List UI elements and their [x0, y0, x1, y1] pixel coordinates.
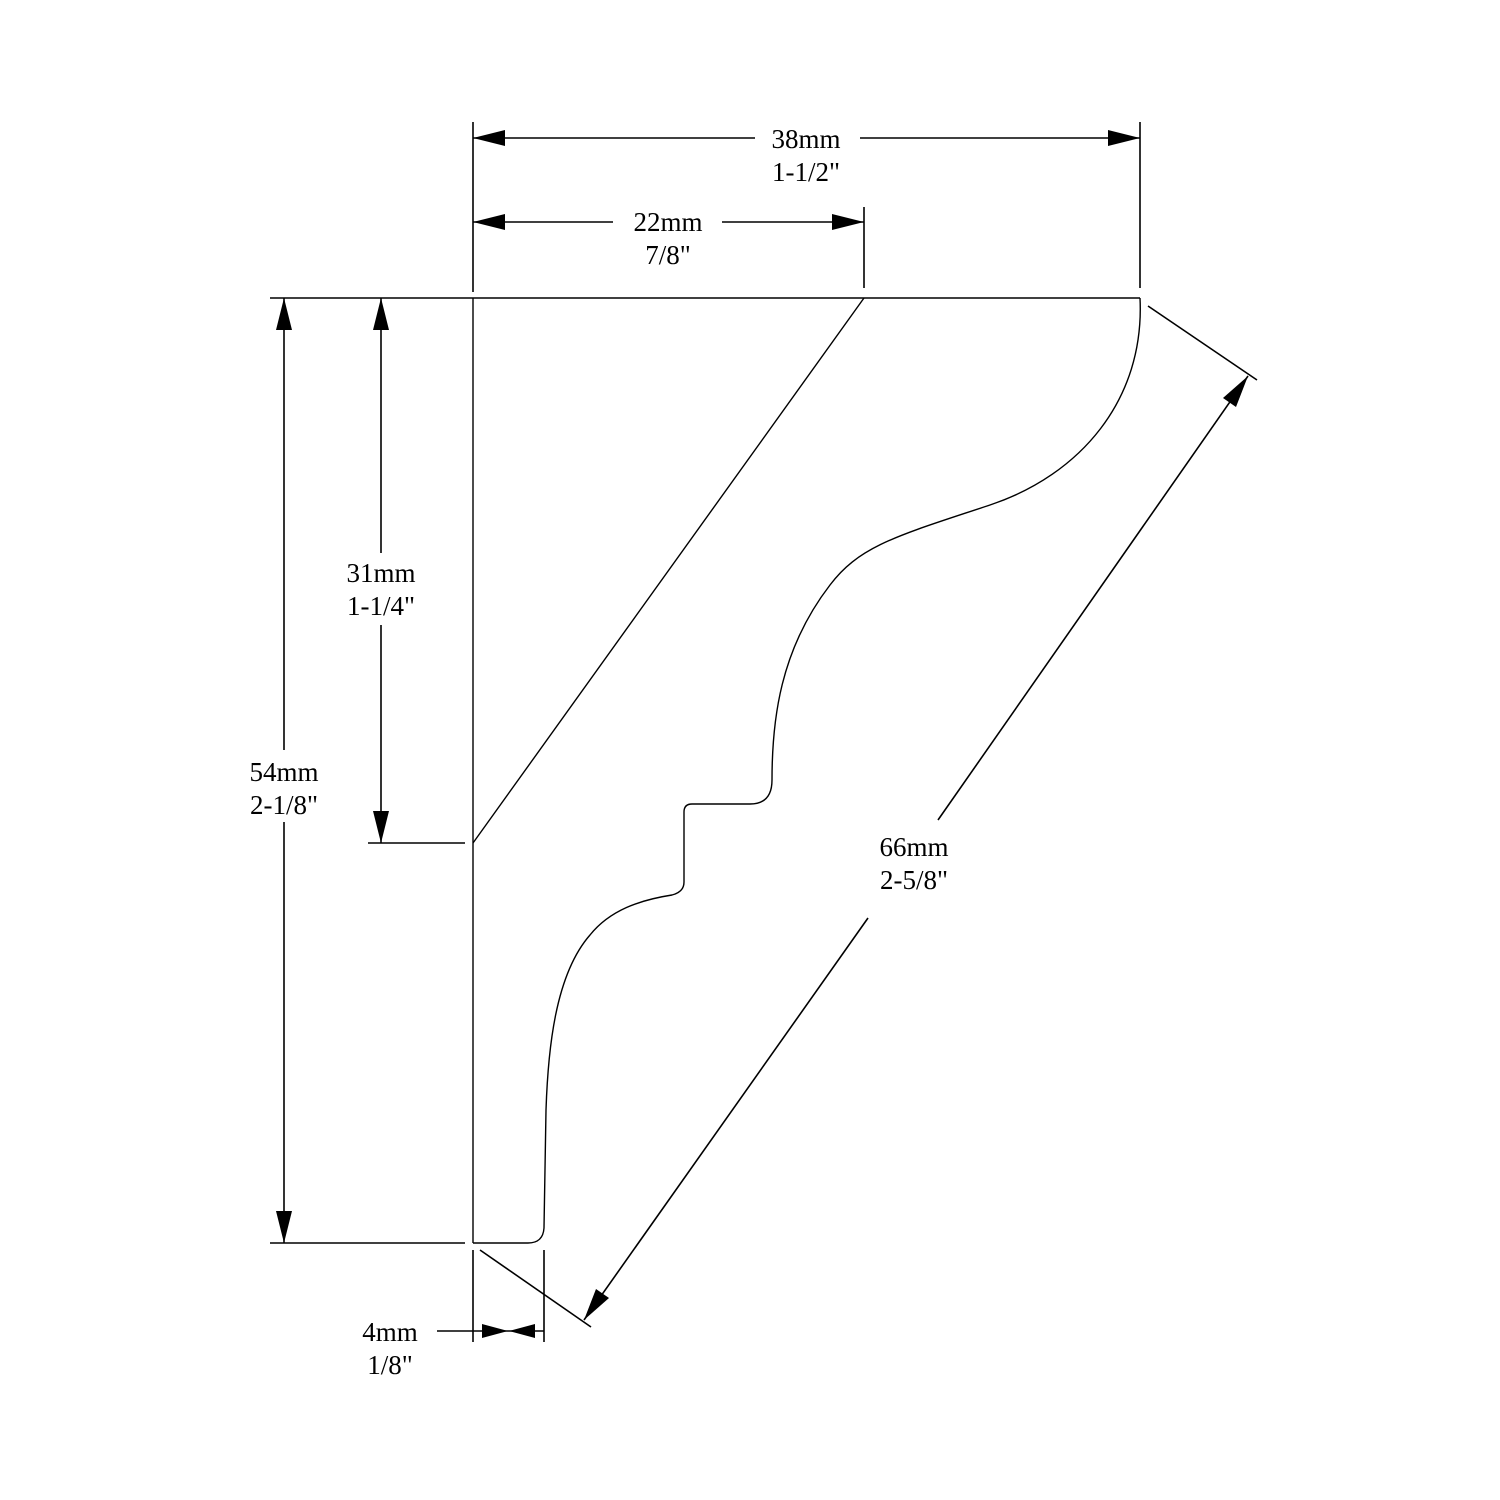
dimension-label-height-total-mm: 54mm [249, 757, 318, 787]
dimension-line-face-diagonal-lower [583, 917, 869, 1321]
dimension-label-face-diagonal-mm: 66mm [879, 832, 948, 862]
dimension-bottom-lip: 4mm 1/8" [362, 1317, 544, 1380]
arrowhead-up [373, 298, 389, 330]
dimension-height-back: 31mm 1-1/4" [346, 298, 416, 843]
arrowhead-down [373, 811, 389, 843]
dimension-face-diagonal: 66mm 2-5/8" [583, 375, 1249, 1321]
arrowhead-right [482, 1324, 508, 1338]
dimension-label-top-total-inch: 1-1/2" [772, 157, 840, 187]
dimension-label-height-total-inch: 2-1/8" [250, 790, 318, 820]
dimension-label-top-flat-inch: 7/8" [645, 240, 691, 270]
arrowhead-up-right [1223, 376, 1248, 407]
dimension-top-flat: 22mm 7/8" [473, 207, 864, 270]
arrowhead-left [509, 1324, 535, 1338]
profile-back-bevel [472, 297, 865, 844]
arrowhead-down-left [584, 1289, 609, 1320]
dimension-top-total: 38mm 1-1/2" [473, 124, 1140, 187]
dimension-label-bottom-lip-mm: 4mm [362, 1317, 418, 1347]
dimension-label-height-back-mm: 31mm [346, 558, 415, 588]
arrowhead-left [473, 214, 505, 230]
extension-line-bottom-diagonal [479, 1249, 592, 1328]
dimension-line-face-diagonal-upper [937, 375, 1249, 821]
dimension-label-top-flat-mm: 22mm [633, 207, 702, 237]
dimension-label-bottom-lip-inch: 1/8" [367, 1350, 413, 1380]
profile-front-face [473, 297, 1141, 1244]
arrowhead-right [832, 214, 864, 230]
extension-line-top-diagonal [1147, 305, 1258, 381]
arrowhead-down [276, 1211, 292, 1243]
dimension-height-total: 54mm 2-1/8" [249, 298, 319, 1243]
arrowhead-left [473, 130, 505, 146]
arrowhead-up [276, 298, 292, 330]
moulding-profile [472, 297, 1141, 1244]
arrowhead-right [1108, 130, 1140, 146]
extension-lines [270, 122, 1258, 1342]
dimension-label-height-back-inch: 1-1/4" [347, 591, 415, 621]
dimension-label-top-total-mm: 38mm [771, 124, 840, 154]
dimension-label-face-diagonal-inch: 2-5/8" [880, 865, 948, 895]
